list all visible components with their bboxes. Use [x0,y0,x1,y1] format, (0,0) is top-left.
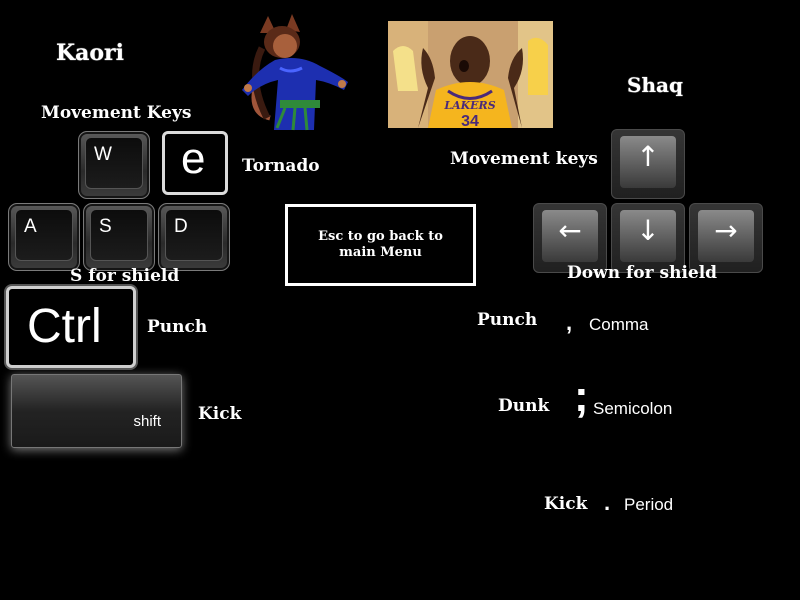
a-key: A [8,203,80,271]
comma-key-name: Comma [589,315,649,334]
right-arrow-key: → [689,203,763,273]
d-key-label: D [174,216,188,237]
ctrl-key-label: Ctrl [27,300,102,353]
period-key-name: Period [624,495,674,514]
jersey-text: LAKERS [443,99,495,112]
down-arrow-icon: ↓ [636,214,660,247]
e-key-label: e [181,134,206,183]
shaq-punch-label: Punch [477,310,538,330]
a-key-label: A [24,216,37,237]
shift-key-label: shift [133,413,161,430]
menu-hint-line1: Esc to go back to [318,229,443,244]
shaq-dunk-label: Dunk [498,396,550,416]
e-key: e [162,131,228,195]
d-key: D [158,203,230,271]
down-arrow-key: ↓ [611,203,685,273]
left-arrow-key: ← [533,203,607,273]
period-key-symbol: . [604,490,611,515]
semicolon-key-symbol: ; [574,372,589,421]
up-arrow-key: ↑ [611,129,685,199]
shaq-name: Shaq [627,73,683,97]
shaq-movement-title: Movement keys [450,149,598,169]
kaori-kick-label: Kick [198,404,242,424]
s-key: S [83,203,155,271]
s-key-label: S [99,216,112,237]
right-arrow-icon: → [714,214,738,247]
semicolon-key-name: Semicolon [593,399,673,418]
w-key: W [78,131,150,199]
kaori-shield-label: S for shield [70,266,180,286]
kaori-portrait [230,8,355,133]
up-arrow-icon: ↑ [636,140,660,173]
shaq-shield-label: Down for shield [567,263,718,283]
back-to-menu-box: Esc to go back to main Menu [285,204,476,286]
shift-key: shift [11,374,182,448]
menu-hint-line2: main Menu [339,245,422,260]
tornado-label: Tornado [242,156,320,176]
jersey-number: 34 [461,113,479,128]
w-key-label: W [94,144,112,165]
left-arrow-icon: ← [558,214,582,247]
shaq-portrait: LAKERS 34 [388,21,553,128]
comma-key-symbol: , [566,310,573,335]
kaori-name: Kaori [56,40,124,66]
kaori-punch-label: Punch [147,317,208,337]
ctrl-key: Ctrl [6,286,136,368]
shaq-kick-label: Kick [544,494,588,514]
kaori-movement-title: Movement Keys [41,103,192,123]
